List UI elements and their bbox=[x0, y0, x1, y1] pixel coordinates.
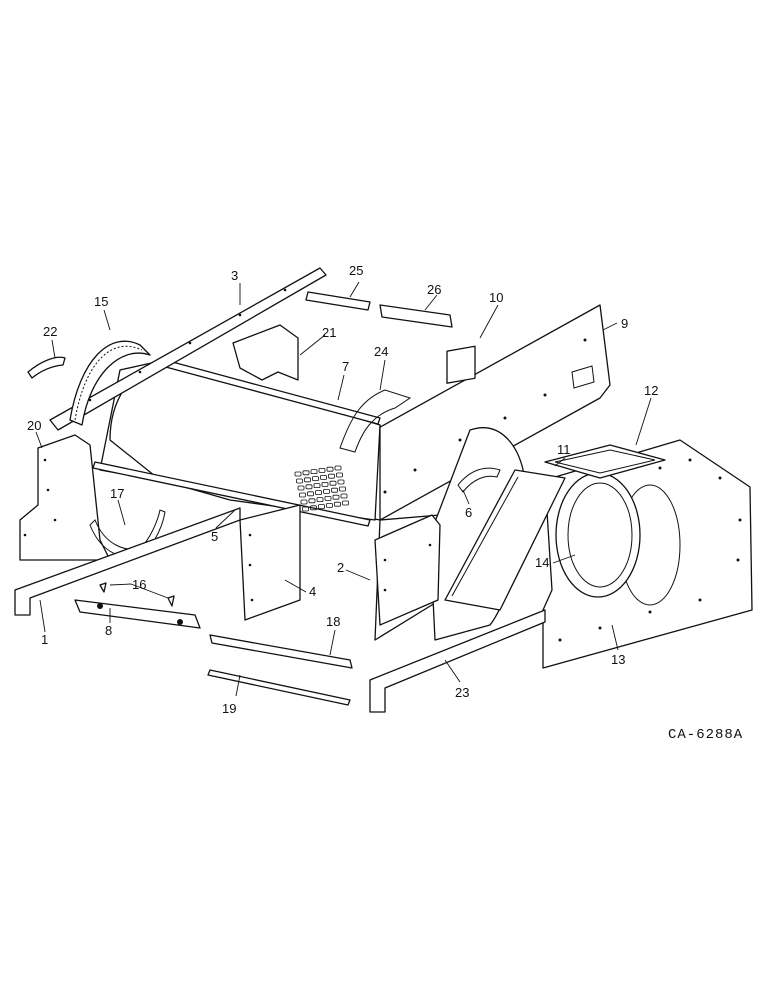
screen-slot bbox=[329, 480, 337, 486]
part-3-holes bbox=[88, 288, 287, 402]
screen-slot bbox=[326, 502, 333, 508]
callout-22: 22 bbox=[43, 324, 57, 339]
screen-slot bbox=[310, 505, 317, 511]
callout-11: 11 bbox=[557, 442, 571, 457]
screen-slot bbox=[297, 485, 305, 491]
screen-slot bbox=[300, 499, 308, 505]
callout-1: 1 bbox=[41, 632, 48, 647]
screen-slot bbox=[305, 484, 313, 490]
part-13-holes bbox=[558, 458, 742, 642]
part-22-clip bbox=[27, 356, 66, 379]
part-19-strip bbox=[207, 669, 351, 706]
part-23-channel bbox=[369, 609, 546, 713]
screen-slot bbox=[296, 478, 303, 484]
screen-slot bbox=[310, 469, 318, 475]
callout-4: 4 bbox=[309, 584, 316, 599]
part-14-ring bbox=[555, 472, 641, 598]
part-5-strip bbox=[92, 461, 371, 527]
screen-slot bbox=[304, 477, 311, 483]
callout-10: 10 bbox=[489, 290, 503, 305]
screen-slot bbox=[342, 500, 349, 506]
part-15-toothed-arc bbox=[69, 340, 151, 426]
part-25-plate bbox=[305, 291, 371, 311]
part-16-screws bbox=[99, 582, 175, 607]
screen-slot bbox=[302, 470, 310, 476]
screen-slot bbox=[337, 479, 345, 485]
screen-slot bbox=[318, 504, 325, 510]
part-24-strap bbox=[339, 389, 412, 453]
screen-slot bbox=[331, 487, 338, 493]
part-21-bracket bbox=[232, 324, 299, 381]
screen-slot bbox=[332, 494, 340, 500]
screen-slot bbox=[326, 466, 334, 472]
callout-26: 26 bbox=[427, 282, 441, 297]
callout-9: 9 bbox=[621, 316, 628, 331]
screen-slot bbox=[340, 493, 348, 499]
part-10-plate bbox=[446, 345, 476, 384]
screen-slot bbox=[334, 465, 342, 471]
screen-slot bbox=[323, 488, 330, 494]
screen-slot bbox=[299, 492, 306, 498]
callout-24: 24 bbox=[374, 344, 388, 359]
screen-slot bbox=[308, 498, 316, 504]
screen-slot bbox=[321, 481, 329, 487]
callout-14: 14 bbox=[535, 555, 549, 570]
callout-15: 15 bbox=[94, 294, 108, 309]
callout-20: 20 bbox=[27, 418, 41, 433]
screen-slot bbox=[302, 506, 309, 512]
part-12-frame bbox=[544, 444, 666, 479]
callout-7: 7 bbox=[342, 359, 349, 374]
callout-19: 19 bbox=[222, 701, 236, 716]
drawing-code: CA-6288A bbox=[668, 727, 743, 743]
screen-slot bbox=[313, 483, 321, 489]
callout-3: 3 bbox=[231, 268, 238, 283]
callout-25: 25 bbox=[349, 263, 363, 278]
part-20-left-panel bbox=[19, 434, 111, 561]
callout-8: 8 bbox=[105, 623, 112, 638]
screen-slot bbox=[334, 501, 341, 507]
screen-slot bbox=[324, 495, 332, 501]
callout-13: 13 bbox=[611, 652, 625, 667]
callout-23: 23 bbox=[455, 685, 469, 700]
screen-grid bbox=[294, 465, 349, 512]
callout-2: 2 bbox=[337, 560, 344, 575]
screen-slot bbox=[316, 497, 324, 503]
callout-12: 12 bbox=[644, 383, 658, 398]
part-11-chute bbox=[444, 469, 566, 611]
part-26-angle bbox=[379, 304, 453, 328]
callout-18: 18 bbox=[326, 614, 340, 629]
part-9-holes bbox=[383, 338, 587, 494]
screen-slot bbox=[315, 490, 322, 496]
callout-17: 17 bbox=[110, 486, 124, 501]
screen-slot bbox=[339, 486, 346, 492]
screen-slot bbox=[318, 467, 326, 473]
screen-slot bbox=[336, 472, 343, 478]
part-3-rail bbox=[49, 267, 327, 431]
part-4-center-panel bbox=[239, 504, 301, 621]
callout-21: 21 bbox=[322, 325, 336, 340]
part-1-channel bbox=[14, 507, 241, 616]
part-18-bar bbox=[209, 634, 353, 669]
screen-slot bbox=[307, 491, 314, 497]
callout-16: 16 bbox=[132, 577, 146, 592]
screen-slot bbox=[294, 471, 302, 477]
callout-6: 6 bbox=[465, 505, 472, 520]
screen-slot bbox=[320, 474, 327, 480]
part-2-panel bbox=[374, 514, 441, 626]
part-6-arc bbox=[457, 467, 501, 493]
callout-5: 5 bbox=[211, 529, 218, 544]
leader-lines bbox=[35, 281, 652, 697]
part-8-bracket bbox=[74, 599, 201, 629]
screen-slot bbox=[328, 473, 335, 479]
callout-labels: 3 25 26 10 9 15 22 21 7 24 20 12 11 6 17… bbox=[27, 263, 658, 716]
screen-slot bbox=[312, 476, 319, 482]
